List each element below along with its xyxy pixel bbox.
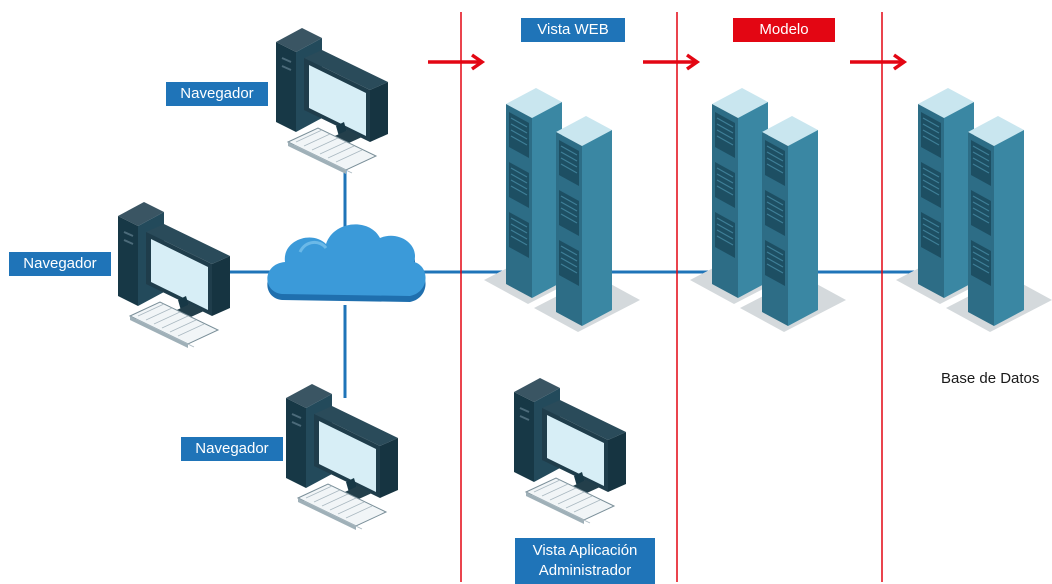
browser-label-top: Navegador [166, 82, 268, 106]
model-label: Modelo [733, 18, 835, 42]
arrow-right-icon [641, 53, 699, 71]
database-label: Base de Datos [941, 370, 1040, 387]
desktop-computer-icon [513, 377, 627, 525]
server-rack-icon [484, 88, 640, 332]
admin-label-line1: Vista Aplicación [532, 542, 638, 559]
desktop-computer-icon [285, 383, 399, 531]
desktop-computer-icon [275, 27, 389, 175]
arrow-right-icon [848, 53, 906, 71]
web-view-label: Vista WEB [521, 18, 625, 42]
server-rack-icon [690, 88, 846, 332]
server-rack-icon [896, 88, 1052, 332]
browser-label-left: Navegador [9, 252, 111, 276]
desktop-computer-icon [117, 201, 231, 349]
layer-dividers [460, 12, 883, 582]
admin-label-line2: Administrador [538, 562, 632, 579]
browser-label-bottom: Navegador [181, 437, 283, 461]
cloud-icon [267, 224, 426, 302]
admin-app-view-label: Vista Aplicación Administrador [515, 538, 655, 584]
arrow-right-icon [426, 53, 484, 71]
